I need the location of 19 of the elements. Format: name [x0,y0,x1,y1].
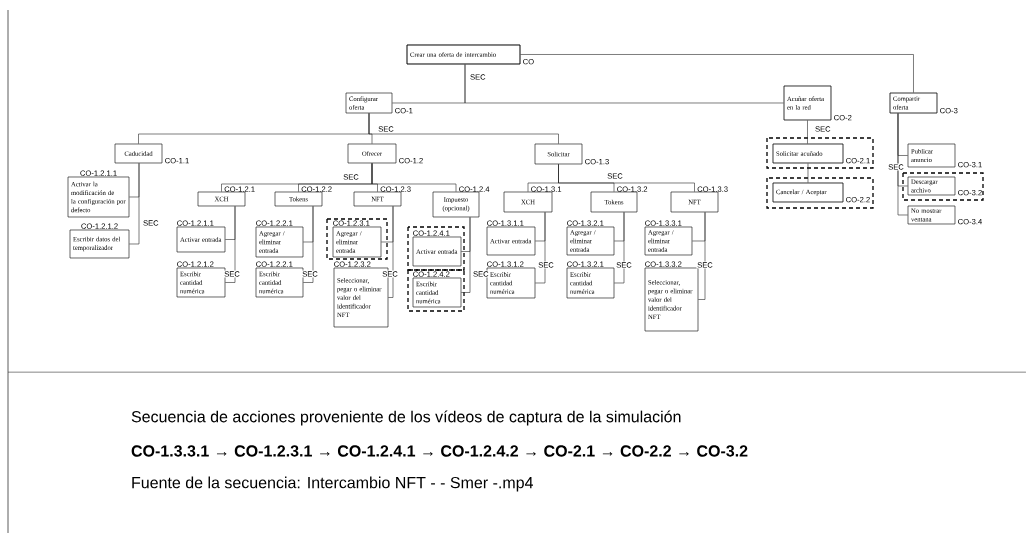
tree-line [897,113,908,216]
tree-line [225,206,236,283]
note-text: Secuencia de acciones proveniente de los vídeos de captura de la simulación [131,410,681,426]
tree-line [368,113,559,144]
action-sequence: CO-1.3.3.1 → CO-1.2.3.1 → CO-1.2.4.1 → CO-1.2.4.2 → CO-2.1 → CO-2.2 → CO-3.2 [131,445,748,457]
tree-line [614,212,625,284]
note-text: Fuente de la secuencia: Intercambio NFT - - Smer -.mp4 [132,476,533,492]
tree-line [129,163,140,245]
tree-line [371,163,457,192]
tree-line [464,64,784,104]
tree-line [698,212,706,300]
tree-line [520,54,914,93]
tree-line [535,212,546,284]
tree-line [461,217,471,293]
tree-line [388,206,394,298]
tree-line [807,120,808,144]
tree-line [807,163,809,183]
tree-line [558,164,695,192]
tree-line [303,206,314,283]
